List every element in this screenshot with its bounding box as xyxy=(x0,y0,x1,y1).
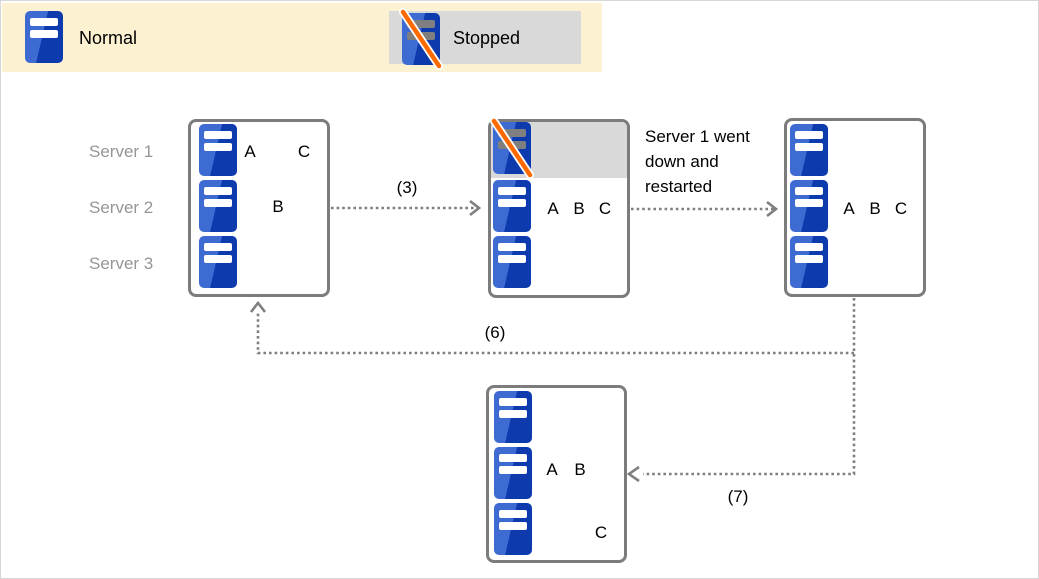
annotation-server1-restart: Server 1 went down and restarted xyxy=(645,127,750,196)
arrow-7-head xyxy=(626,465,640,483)
arrow-6-line xyxy=(256,312,854,355)
arrow-label-6: (6) xyxy=(484,323,506,342)
server-bar xyxy=(204,187,232,195)
partition-letter: C xyxy=(297,142,311,161)
server-bar xyxy=(795,199,823,207)
server-bar xyxy=(204,243,232,251)
arrow-restart-head xyxy=(766,200,779,218)
server-normal-icon xyxy=(199,124,237,176)
server-bar xyxy=(795,131,823,139)
server-bar xyxy=(204,143,232,151)
arrow-label-3: (3) xyxy=(396,178,418,197)
arrow-3-head xyxy=(469,199,482,217)
legend-label-normal: Normal xyxy=(79,28,138,48)
server-bar xyxy=(499,466,527,474)
partition-letter: B xyxy=(869,199,881,218)
server-bar xyxy=(795,243,823,251)
partition-letter: C xyxy=(894,199,908,218)
partition-letter: A xyxy=(244,142,256,161)
stopped-slash-icon xyxy=(399,8,443,70)
legend: Normal Stopped xyxy=(2,3,602,72)
partition-letter: C xyxy=(598,199,612,218)
arrow-label-7: (7) xyxy=(727,487,749,506)
row-label-server-3: Server 3 xyxy=(89,254,154,273)
partition-letter: A xyxy=(546,460,558,479)
server-normal-icon xyxy=(25,11,63,63)
server-normal-icon xyxy=(494,447,532,499)
arrow-7-line xyxy=(643,298,856,476)
server-bar xyxy=(498,199,526,207)
server-normal-icon xyxy=(790,236,828,288)
server-bar xyxy=(795,143,823,151)
server-normal-icon xyxy=(493,236,531,288)
server-bar xyxy=(407,20,435,28)
legend-label-stopped: Stopped xyxy=(453,28,521,48)
server-bar xyxy=(499,454,527,462)
server-bar xyxy=(795,187,823,195)
server-bar xyxy=(498,255,526,263)
stopped-slash-icon xyxy=(490,117,534,179)
server-bar xyxy=(30,18,58,26)
partition-letter: B xyxy=(573,199,585,218)
partition-letter: A xyxy=(843,199,855,218)
server-bar xyxy=(499,398,527,406)
server-normal-icon xyxy=(199,236,237,288)
server-stopped-icon xyxy=(490,117,534,179)
server-normal-icon xyxy=(790,124,828,176)
server-normal-icon xyxy=(199,180,237,232)
server-bar xyxy=(498,129,526,137)
server-bar xyxy=(499,510,527,518)
server-bar xyxy=(204,199,232,207)
server-normal-icon xyxy=(493,180,531,232)
server-stopped-icon xyxy=(399,8,443,70)
row-label-server-2: Server 2 xyxy=(89,198,154,217)
partition-letter: B xyxy=(272,197,284,216)
partition-letter: A xyxy=(547,199,559,218)
arrow-6-head xyxy=(249,300,267,313)
server-bar xyxy=(498,243,526,251)
server-bar xyxy=(499,522,527,530)
server-bar xyxy=(499,410,527,418)
server-bar xyxy=(30,30,58,38)
server-bar xyxy=(498,187,526,195)
partition-letter: B xyxy=(574,460,586,479)
server-normal-icon xyxy=(494,391,532,443)
partition-letter: C xyxy=(594,523,608,542)
server-bar xyxy=(795,255,823,263)
server-normal-icon xyxy=(790,180,828,232)
server-bar xyxy=(204,255,232,263)
server-normal-icon xyxy=(494,503,532,555)
row-label-server-1: Server 1 xyxy=(89,142,154,161)
server-bar xyxy=(204,131,232,139)
